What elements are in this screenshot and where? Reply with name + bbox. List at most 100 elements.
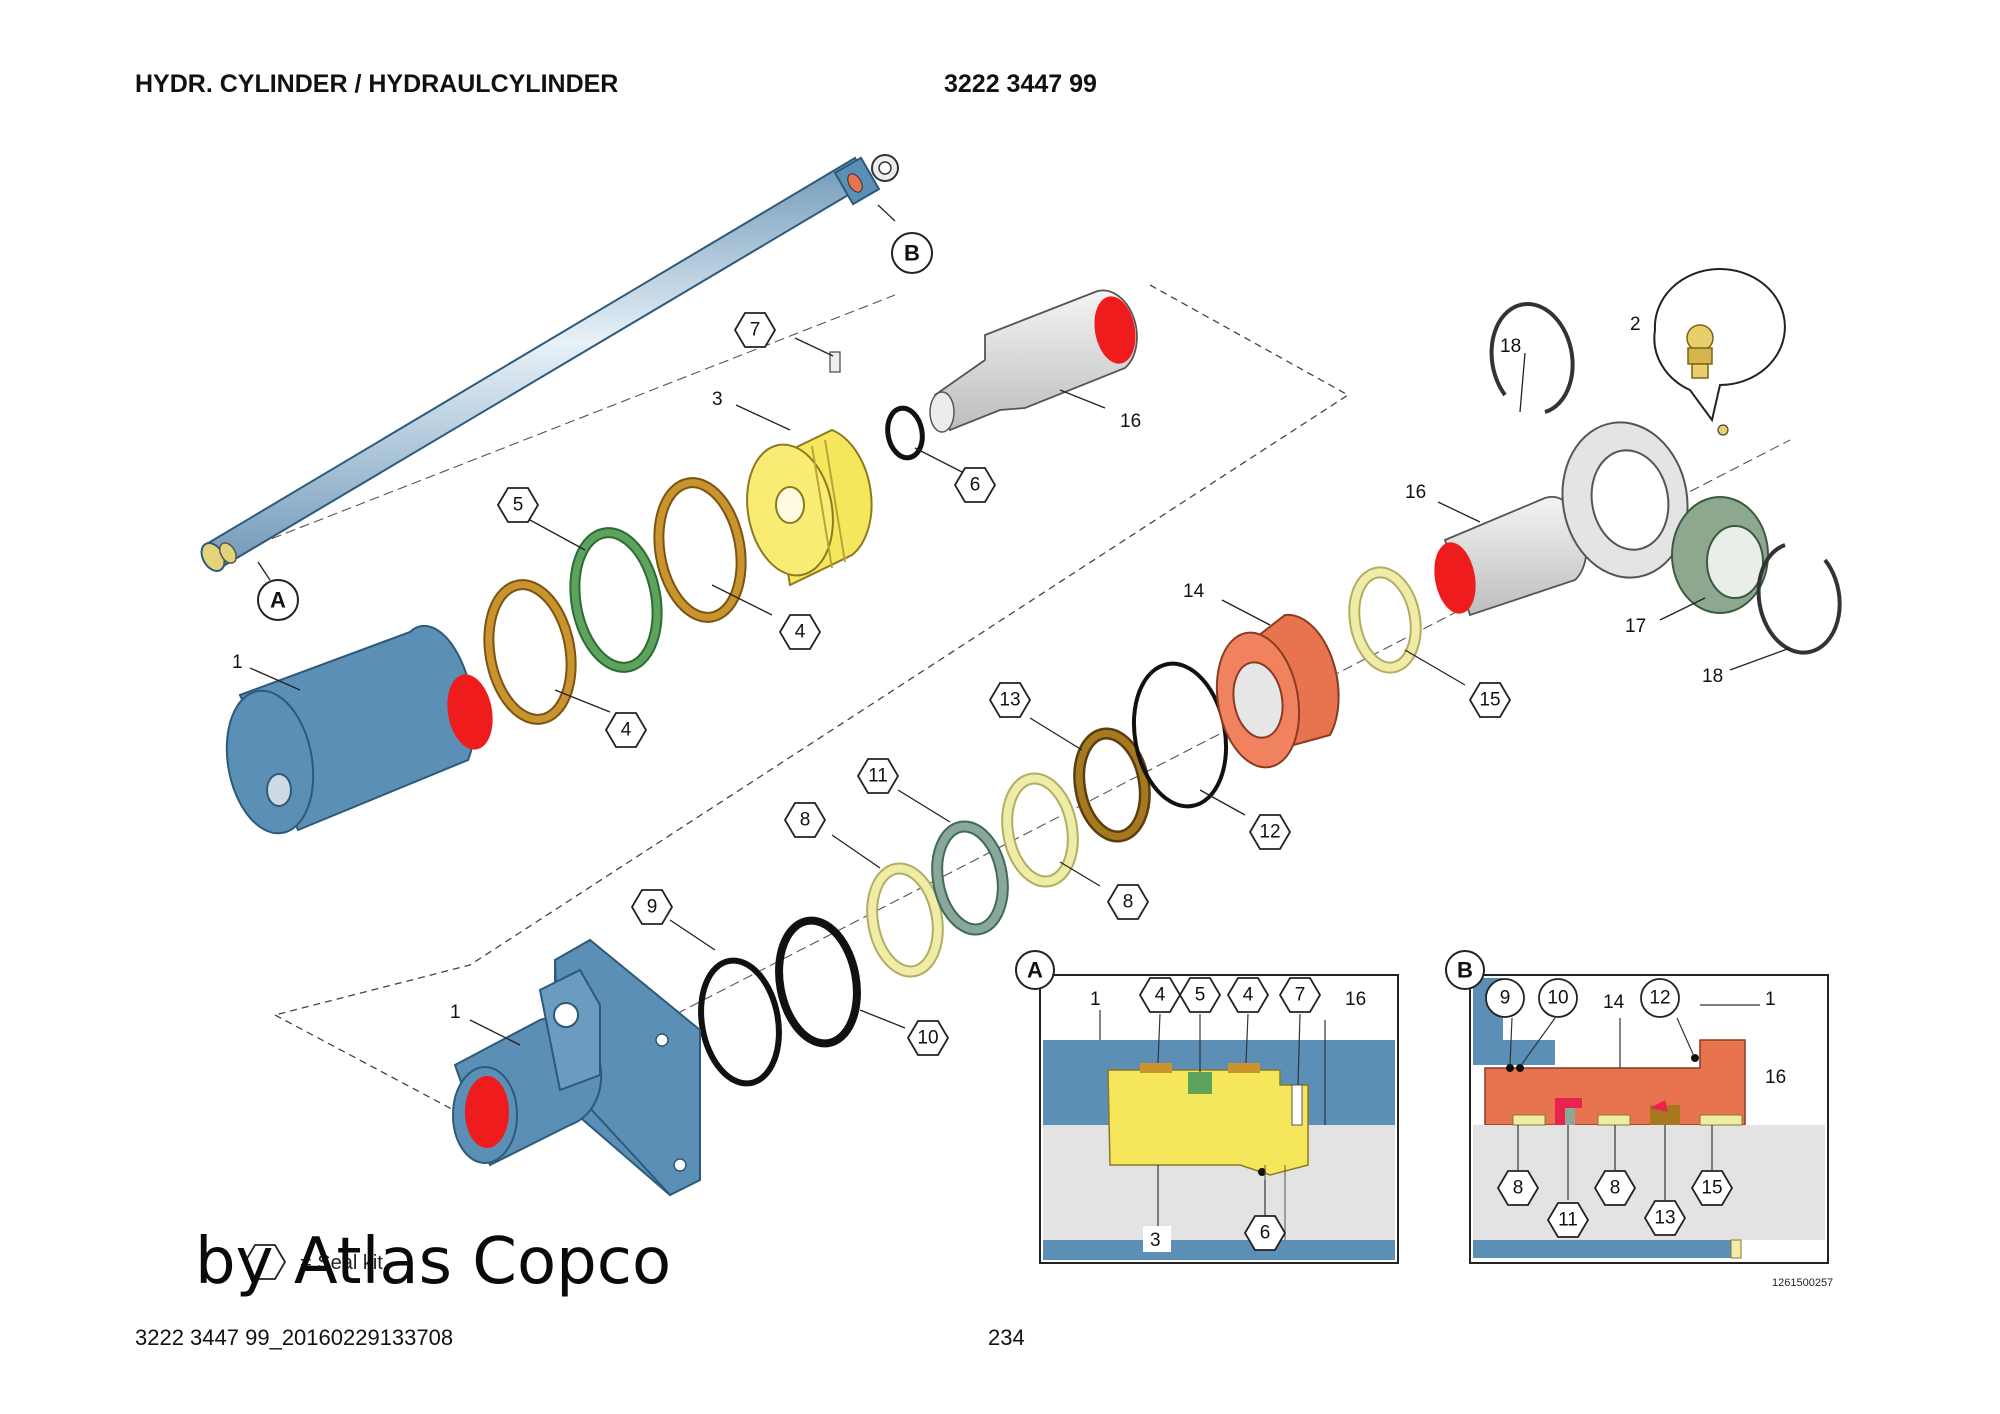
detail-b-badge [1445,950,1485,990]
page-number: 234 [988,1325,1025,1350]
svg-text:8: 8 [1513,1178,1524,1199]
leader-lines [249,204,1791,1046]
detail-b-hex-15: 15 [1690,1170,1734,1206]
watermark: by Atlas Copco [195,1225,672,1299]
piston-seal-5-face [571,529,661,671]
svg-text:11: 11 [1558,1210,1578,1231]
figure-code: 1261500257 [1772,1277,1833,1289]
detail-b-hex-13: 13 [1643,1200,1687,1236]
detail-b-label-12: 12 [1649,988,1670,1009]
svg-text:4: 4 [1243,985,1254,1006]
detail-a-hex-4b: 4 [1226,977,1270,1013]
detail-a-hex-5: 5 [1178,977,1222,1013]
retaining-ring-18-lower [1756,543,1842,655]
hex-callout-9: 9 [630,889,674,925]
hex-callout-8-lower: 8 [1106,884,1150,920]
wiper-9 [698,957,782,1087]
detail-b [1469,974,1829,1264]
svg-text:13: 13 [999,690,1020,711]
svg-text:8: 8 [1123,892,1134,913]
detail-b-label-1: 1 [1765,989,1776,1010]
part-number: 3222 3447 99 [944,70,1097,98]
view-a-marker [257,579,299,621]
svg-text:12: 12 [1259,822,1280,843]
view-b-marker [891,232,933,274]
svg-text:7: 7 [750,320,761,341]
label-16-lower: 16 [1405,482,1426,503]
svg-text:9: 9 [647,897,658,918]
cylinder-tube [225,624,493,835]
o-ring-6 [885,405,925,461]
svg-text:8: 8 [800,810,811,831]
svg-text:5: 5 [513,495,524,516]
detail-b-label-16: 16 [1765,1067,1786,1088]
label-3: 3 [712,389,723,410]
detail-a-badge [1015,950,1055,990]
hex-callout-15: 15 [1468,682,1512,718]
svg-text:6: 6 [970,475,981,496]
detail-a-hex-4a: 4 [1138,977,1182,1013]
piston [746,428,873,587]
svg-text:13: 13 [1654,1208,1675,1229]
buffer-seal-13-face [1075,729,1149,841]
detail-a-title: A [1027,958,1043,983]
svg-text:4: 4 [621,720,632,741]
hex-callout-11: 11 [856,758,900,794]
rod-end-upper [929,289,1138,433]
svg-text:15: 15 [1701,1178,1722,1199]
svg-text:4: 4 [795,622,806,643]
svg-text:11: 11 [868,766,888,787]
hex-callout-5: 5 [496,487,540,523]
label-18-lower: 18 [1702,666,1723,687]
cylinder-head [1215,613,1340,769]
hex-callout-8-upper: 8 [783,802,827,838]
detail-b-label-14-bg [1598,986,1638,1014]
svg-text:10: 10 [917,1028,938,1049]
hex-callout-12: 12 [1248,814,1292,850]
label-1-upper: 1 [232,652,243,673]
set-screw [829,351,841,373]
label-1-lower: 1 [450,1002,461,1023]
svg-text:15: 15 [1479,690,1500,711]
view-a-marker-label: A [270,588,286,613]
rod-end-eye [1434,421,1689,617]
seal-kit-legend-text: = Seal kit [300,1252,383,1274]
hex-callout-6: 6 [953,467,997,503]
detail-a-hex-6: 6 [1243,1215,1287,1251]
detail-b-label-14: 14 [1603,992,1625,1013]
hex-callout-7: 7 [733,312,777,348]
detail-b-label-9: 9 [1500,988,1511,1009]
label-18-upper: 18 [1500,336,1521,357]
guide-ring-8-upper-face [1003,774,1077,886]
hex-callout-4-upper: 4 [778,614,822,650]
cylinder-bottom-mount [452,938,701,1197]
svg-text:4: 4 [1155,985,1166,1006]
wear-ring-15-face [1350,568,1420,672]
label-16-upper: 16 [1120,411,1141,432]
svg-text:8: 8 [1610,1178,1621,1199]
label-2: 2 [1630,314,1641,335]
detail-a-label-16: 16 [1345,989,1366,1010]
label-17: 17 [1625,616,1646,637]
piston-rod [200,154,899,572]
guide-ring-4-lower-face [485,581,575,723]
detail-b-hex-8a: 8 [1496,1170,1540,1206]
grease-nipple [1686,324,1729,436]
detail-a-hex-7: 7 [1278,977,1322,1013]
hex-callout-10: 10 [906,1020,950,1056]
rod-seal-11-face [933,822,1007,934]
detail-b-hex-8b: 8 [1593,1170,1637,1206]
document-id: 3222 3447 99_20160229133708 [135,1325,454,1350]
spherical-bearing [1671,496,1769,614]
seal-kit-legend-hex [243,1244,287,1280]
detail-bubble [1653,268,1786,423]
guide-ring-4-upper-face [655,479,745,621]
label-14: 14 [1183,581,1205,602]
svg-text:5: 5 [1195,985,1206,1006]
detail-b-hex-11: 11 [1546,1202,1590,1238]
detail-a-label-3-bg [1143,1226,1171,1252]
assembly-outline [274,284,1350,1016]
detail-a-label-3: 3 [1150,1230,1161,1251]
guide-ring-8-lower-face [868,864,942,976]
